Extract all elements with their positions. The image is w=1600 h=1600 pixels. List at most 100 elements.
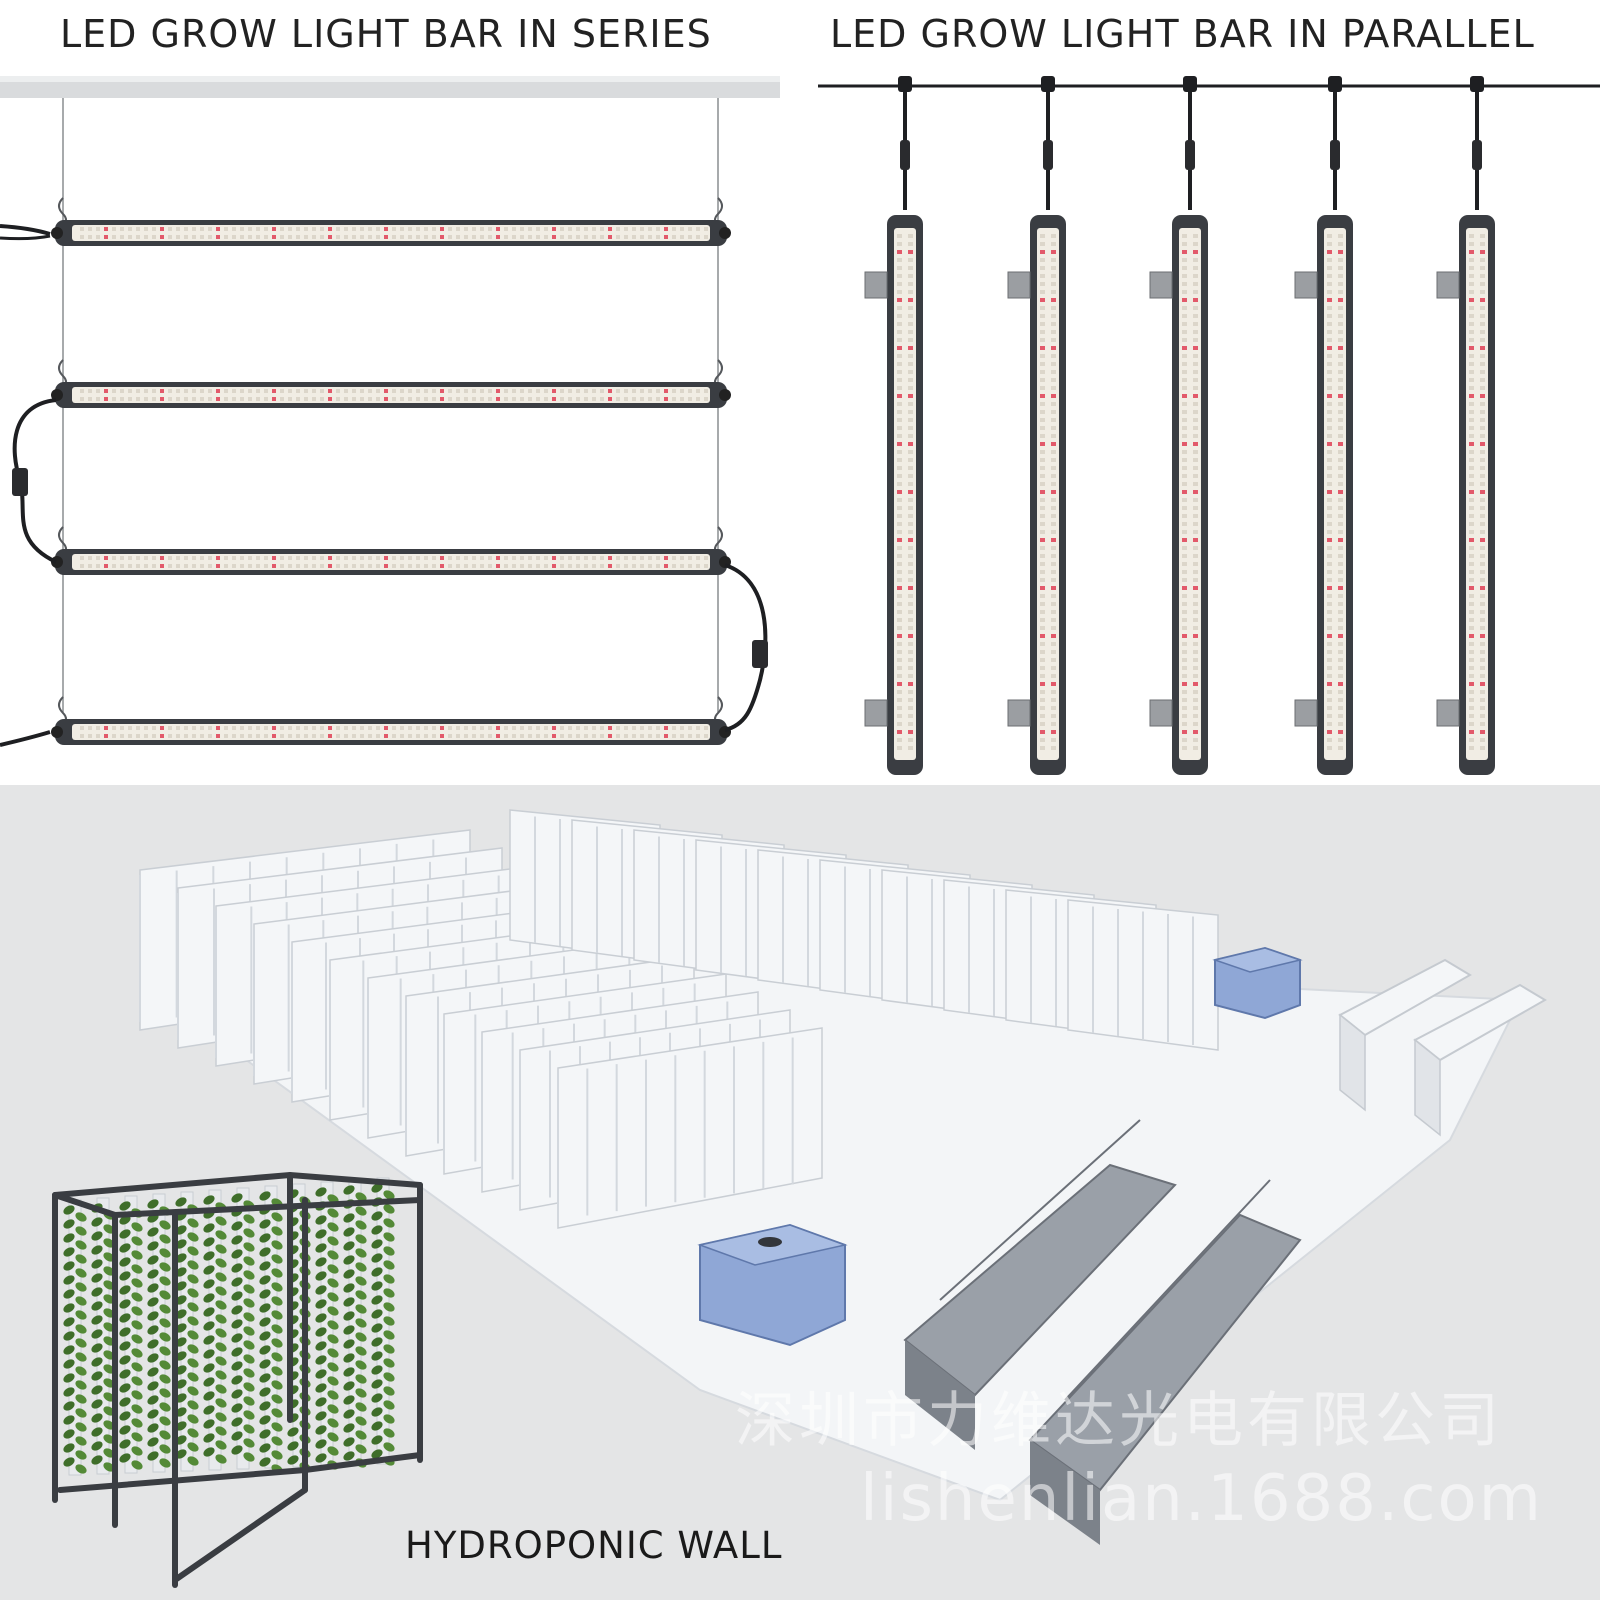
plant-leaf xyxy=(75,1436,87,1446)
plant-leaf xyxy=(131,1418,143,1428)
t-connector xyxy=(1041,76,1055,92)
plant-leaf xyxy=(371,1351,383,1361)
plant-leaf xyxy=(231,1403,243,1413)
plant-leaf xyxy=(231,1445,243,1455)
parallel-light-bar xyxy=(1007,76,1066,775)
led-strip xyxy=(72,724,710,740)
plant-leaf xyxy=(75,1422,87,1432)
plant-leaf xyxy=(75,1240,87,1250)
mount-bracket xyxy=(1149,271,1173,299)
plant-leaf xyxy=(75,1324,87,1334)
rack-row-back xyxy=(1067,899,1219,1051)
plant-leaf xyxy=(243,1452,255,1462)
plant-leaf xyxy=(343,1325,355,1335)
plant-leaf xyxy=(343,1381,355,1391)
plant-leaf xyxy=(187,1260,199,1270)
plant-leaf xyxy=(231,1319,243,1329)
plant-leaf xyxy=(343,1297,355,1307)
water-tank-back xyxy=(1212,946,1303,1020)
plant-leaf xyxy=(343,1269,355,1279)
plant-leaf xyxy=(259,1457,271,1467)
plant-leaf xyxy=(175,1393,187,1403)
plant-leaf xyxy=(315,1299,327,1309)
plant-leaf xyxy=(355,1444,367,1454)
plant-leaf xyxy=(103,1252,115,1262)
plant-leaf xyxy=(91,1413,103,1423)
plant-leaf xyxy=(175,1197,187,1207)
plant-leaf xyxy=(315,1243,327,1253)
mount-bracket xyxy=(1149,699,1173,727)
plant-leaf xyxy=(187,1414,199,1424)
plant-leaf xyxy=(103,1238,115,1248)
plant-leaf xyxy=(175,1253,187,1263)
plant-leaf xyxy=(259,1331,271,1341)
plant-leaf xyxy=(119,1229,131,1239)
plant-leaf xyxy=(159,1430,171,1440)
plant-leaf xyxy=(159,1290,171,1300)
plant-leaf xyxy=(63,1303,75,1313)
plant-leaf xyxy=(215,1300,227,1310)
plant-leaf xyxy=(355,1332,367,1342)
plant-leaf xyxy=(119,1299,131,1309)
plant-leaf xyxy=(215,1454,227,1464)
plant-leaf xyxy=(327,1432,339,1442)
plant-leaf xyxy=(243,1326,255,1336)
power-output-cable xyxy=(0,730,51,747)
plant-leaf xyxy=(119,1341,131,1351)
plant-leaf xyxy=(147,1451,159,1461)
plant-leaf xyxy=(231,1431,243,1441)
plant-leaf xyxy=(103,1322,115,1332)
plant-leaf xyxy=(231,1263,243,1273)
plant-leaf xyxy=(203,1237,215,1247)
plant-leaf xyxy=(327,1208,339,1218)
plant-leaf xyxy=(215,1412,227,1422)
plant-leaf xyxy=(271,1352,283,1362)
plant-leaf xyxy=(327,1376,339,1386)
plant-leaf xyxy=(131,1432,143,1442)
plant-leaf xyxy=(215,1314,227,1324)
plant-leaf xyxy=(215,1244,227,1254)
plant-leaf xyxy=(203,1405,215,1415)
plant-leaf xyxy=(187,1316,199,1326)
plant-leaf xyxy=(215,1356,227,1366)
ceiling-rail-highlight xyxy=(0,76,780,82)
plant-leaf xyxy=(175,1449,187,1459)
plant-leaf xyxy=(259,1401,271,1411)
plant-leaf xyxy=(175,1421,187,1431)
plant-leaf xyxy=(243,1368,255,1378)
plant-leaf xyxy=(119,1243,131,1253)
plant-leaf xyxy=(243,1298,255,1308)
plant-leaf xyxy=(327,1418,339,1428)
plant-leaf xyxy=(159,1374,171,1384)
plant-leaf xyxy=(131,1306,143,1316)
plant-leaf xyxy=(383,1358,395,1368)
plant-leaf xyxy=(243,1242,255,1252)
plant-leaf xyxy=(371,1323,383,1333)
plant-leaf xyxy=(343,1437,355,1447)
plant-leaf xyxy=(315,1425,327,1435)
mount-bracket xyxy=(1007,271,1031,299)
plant-leaf xyxy=(203,1363,215,1373)
plant-leaf xyxy=(147,1395,159,1405)
plant-leaf xyxy=(271,1212,283,1222)
plant-leaf xyxy=(231,1291,243,1301)
plant-leaf xyxy=(63,1373,75,1383)
plant-leaf xyxy=(203,1433,215,1443)
plant-leaf xyxy=(271,1338,283,1348)
shelving-units xyxy=(903,1119,1302,1545)
mount-bracket xyxy=(1294,271,1318,299)
plant-leaf xyxy=(355,1346,367,1356)
watermark-url: lishenlian.1688.com xyxy=(860,1462,1543,1536)
plant-leaf xyxy=(315,1187,327,1197)
plant-leaf xyxy=(103,1294,115,1304)
plant-leaf xyxy=(271,1408,283,1418)
led-strip xyxy=(72,554,710,570)
plant-leaf xyxy=(327,1222,339,1232)
cable-connector xyxy=(1472,140,1482,170)
plant-leaf xyxy=(271,1296,283,1306)
plant-leaf xyxy=(119,1411,131,1421)
end-cap xyxy=(719,389,731,401)
plant-leaf xyxy=(355,1276,367,1286)
plant-leaf xyxy=(147,1423,159,1433)
water-tank-front xyxy=(697,1223,848,1347)
